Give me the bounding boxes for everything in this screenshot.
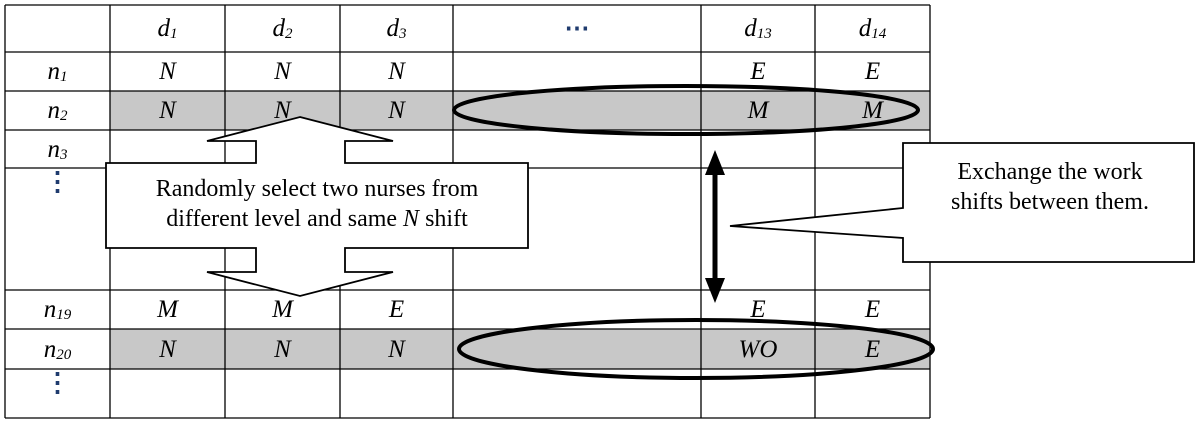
- exchange-arrow-head-down: [705, 278, 725, 303]
- shift-cell: N: [274, 97, 291, 124]
- annotation-shapes: [105, 84, 1195, 380]
- shift-cell: M: [862, 97, 883, 124]
- shift-cell: M: [157, 296, 178, 323]
- shift-cell: M: [272, 296, 293, 323]
- shift-cell: E: [388, 296, 405, 323]
- exchange-callout-box: [729, 142, 1195, 263]
- shift-cell: WO: [738, 335, 778, 363]
- row-header: ⋮: [44, 368, 71, 397]
- selection-note-line1: Randomly select two nurses from: [155, 176, 479, 202]
- shift-cell: N: [159, 335, 176, 363]
- selection-double-arrow-callout: [105, 116, 529, 297]
- shaded-row-band: [110, 329, 930, 369]
- shift-cell: E: [750, 58, 766, 85]
- exchange-arrow-head-up: [705, 150, 725, 175]
- shift-cell: E: [864, 296, 881, 323]
- exchange-note-line2: shifts between them.: [951, 189, 1149, 215]
- shaded-row-band: [110, 91, 930, 130]
- selection-note-line2: different level and same N shift: [166, 206, 468, 232]
- shift-cell: N: [388, 335, 405, 363]
- shift-cell: E: [864, 58, 881, 85]
- row-header: ⋮: [44, 167, 71, 196]
- shift-cell: N: [159, 97, 176, 124]
- highlight-ellipse-n20: [457, 318, 935, 380]
- row-shading: [110, 91, 930, 369]
- shift-cell: N: [388, 58, 405, 85]
- shift-cell: N: [388, 97, 405, 124]
- column-header: ⋯: [564, 15, 590, 42]
- shift-cell: N: [159, 58, 176, 85]
- highlight-ellipse-n2: [452, 84, 920, 136]
- shift-cell: E: [864, 335, 881, 363]
- shift-cell: N: [274, 58, 291, 85]
- exchange-note-line1: Exchange the work: [957, 159, 1143, 185]
- exchange-note: Exchange the work shifts between them.: [908, 157, 1192, 217]
- shift-cell: M: [747, 97, 769, 124]
- shift-cell: E: [750, 296, 766, 323]
- selection-note: Randomly select two nurses from differen…: [110, 174, 524, 234]
- shift-cell: N: [274, 335, 291, 363]
